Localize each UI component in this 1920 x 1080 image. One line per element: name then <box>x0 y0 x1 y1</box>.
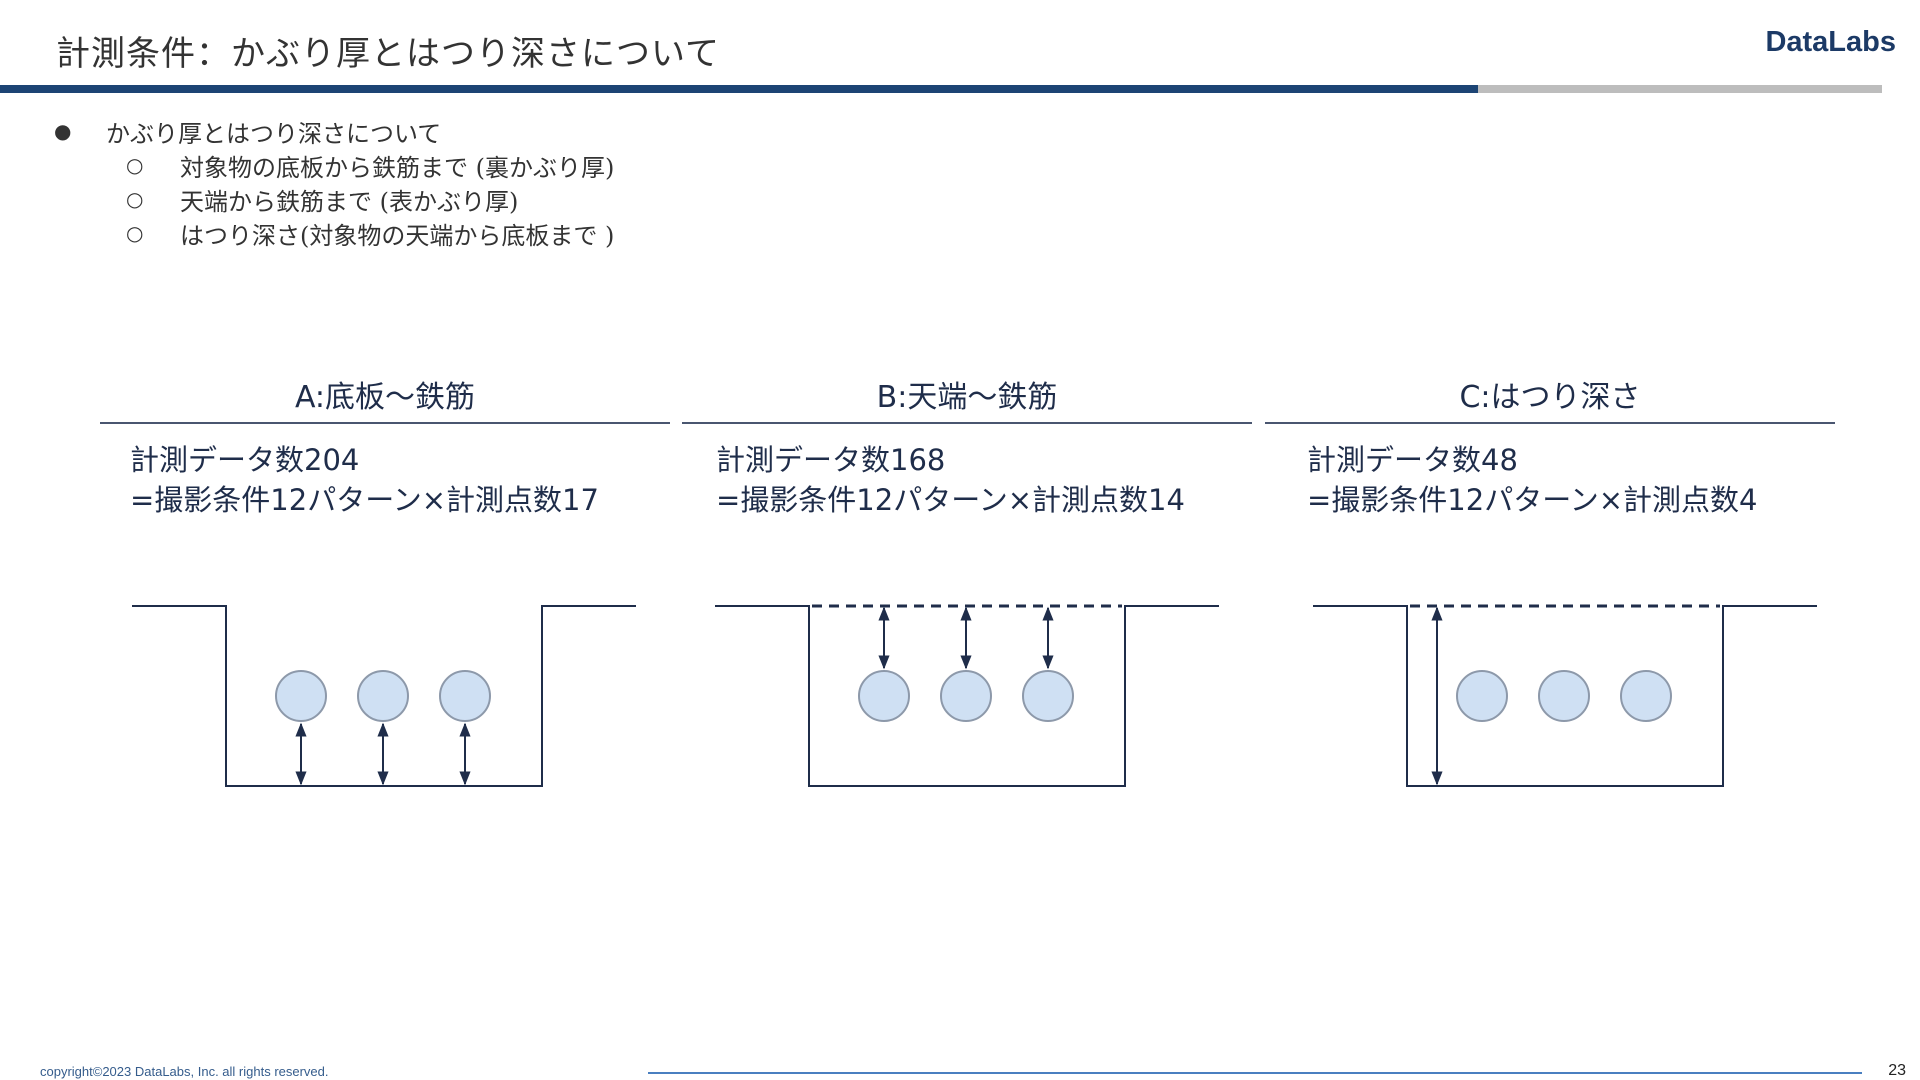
footer-copyright: copyright©2023 DataLabs, Inc. all rights… <box>40 1064 329 1079</box>
panel-count-line: 計測データ数48 <box>1307 443 1518 477</box>
header-accent-bar <box>0 85 1478 93</box>
rebar-circle <box>1022 670 1074 722</box>
bullet-text: 対象物の底板から鉄筋まで (裏かぶり厚) <box>180 153 615 182</box>
rebar-circle <box>1538 670 1590 722</box>
bullet-item-sub: ○ 対象物の底板から鉄筋まで (裏かぶり厚) <box>54 148 614 182</box>
panel-formula-line: =撮影条件12パターン×計測点数17 <box>130 483 599 517</box>
bullet-item-main: ● かぶり厚とはつり深さについて <box>54 114 614 148</box>
page-number: 23 <box>1888 1062 1906 1079</box>
panel-divider <box>682 422 1252 424</box>
panel-c: C:はつり深さ 計測データ数48 =撮影条件12パターン×計測点数4 <box>1265 376 1835 520</box>
panel-title: A:底板〜鉄筋 <box>294 380 476 415</box>
bullet-text: 天端から鉄筋まで (表かぶり厚) <box>180 187 519 216</box>
rebar-circle <box>940 670 992 722</box>
rebar-circle <box>357 670 409 722</box>
panel-description: 計測データ数168 =撮影条件12パターン×計測点数14 <box>682 440 1252 520</box>
header-secondary-bar <box>1478 85 1882 93</box>
panel-b: B:天端〜鉄筋 計測データ数168 =撮影条件12パターン×計測点数14 <box>682 376 1252 520</box>
bullet-marker: ● <box>54 119 72 143</box>
panel-description: 計測データ数48 =撮影条件12パターン×計測点数4 <box>1265 440 1835 520</box>
rebar-circle <box>275 670 327 722</box>
diagram-a <box>132 605 636 787</box>
footer-divider <box>648 1072 1862 1074</box>
company-logo: DataLabs <box>1765 26 1896 58</box>
bullet-list: ● かぶり厚とはつり深さについて ○ 対象物の底板から鉄筋まで (裏かぶり厚) … <box>54 114 614 250</box>
bullet-marker: ○ <box>126 187 144 211</box>
panel-divider <box>100 422 670 424</box>
rebar-circle <box>1456 670 1508 722</box>
panel-count-line: 計測データ数204 <box>130 443 360 477</box>
bullet-item-sub: ○ はつり深さ(対象物の天端から底板まで ) <box>54 216 614 250</box>
concrete-outline <box>132 605 636 787</box>
panel-formula-line: =撮影条件12パターン×計測点数4 <box>1307 483 1758 517</box>
bullet-text: かぶり厚とはつり深さについて <box>106 119 442 148</box>
bullet-marker: ○ <box>126 153 144 177</box>
diagram-c <box>1313 604 1817 787</box>
panel-divider <box>1265 422 1835 424</box>
bullet-marker: ○ <box>126 221 144 245</box>
page-title: 計測条件：かぶり厚とはつり深さについて <box>56 34 720 74</box>
rebar-circle <box>439 670 491 722</box>
panel-count-line: 計測データ数168 <box>716 443 946 477</box>
rebar-circle <box>858 670 910 722</box>
panel-description: 計測データ数204 =撮影条件12パターン×計測点数17 <box>100 440 670 520</box>
diagram-b <box>715 604 1219 787</box>
panel-title: C:はつり深さ <box>1459 380 1641 415</box>
bullet-item-sub: ○ 天端から鉄筋まで (表かぶり厚) <box>54 182 614 216</box>
concrete-outline <box>1313 605 1817 787</box>
panel-a: A:底板〜鉄筋 計測データ数204 =撮影条件12パターン×計測点数17 <box>100 376 670 520</box>
concrete-outline <box>715 605 1219 787</box>
panel-title: B:天端〜鉄筋 <box>876 380 1058 415</box>
rebar-circle <box>1620 670 1672 722</box>
bullet-text: はつり深さ(対象物の天端から底板まで ) <box>180 221 615 250</box>
panel-formula-line: =撮影条件12パターン×計測点数14 <box>716 483 1185 517</box>
